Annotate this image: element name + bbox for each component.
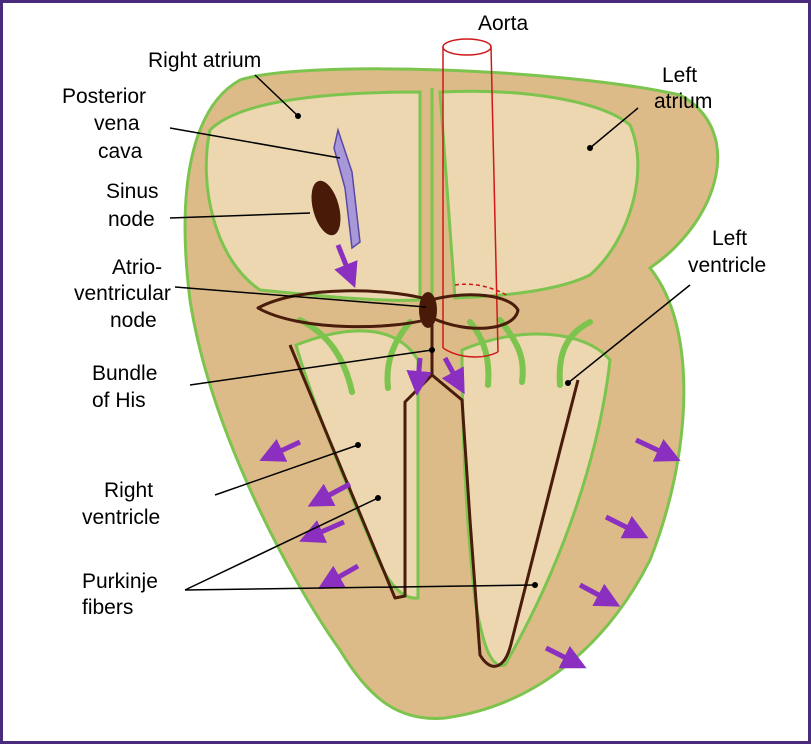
label-purkinje-fibers-line1: Purkinje [82, 570, 158, 593]
label-bundle-of-his-line2: of His [92, 389, 146, 412]
label-aorta: Aorta [478, 12, 529, 35]
label-left-atrium-line1: Left [662, 64, 697, 87]
purple-arrow-icon [418, 358, 420, 382]
label-posterior-vena-cava-line2: vena [94, 112, 140, 135]
label-bundle-of-his-line1: Bundle [92, 362, 157, 385]
label-right-ventricle-line1: Right [104, 479, 153, 502]
label-right-ventricle-line2: ventricle [82, 506, 160, 529]
label-right-atrium: Right atrium [148, 49, 261, 72]
label-av-node-line2: ventricular [74, 282, 171, 305]
label-purkinje-fibers-line2: fibers [82, 596, 133, 619]
label-sinus-node-line1: Sinus [106, 180, 159, 203]
label-sinus-node-line2: node [108, 208, 155, 231]
label-av-node-line1: Atrio- [112, 256, 162, 279]
label-av-node-line3: node [110, 309, 157, 332]
label-left-ventricle-line1: Left [712, 227, 747, 250]
label-posterior-vena-cava-line3: cava [98, 140, 143, 163]
label-left-ventricle-line2: ventricle [688, 254, 766, 277]
av-node [419, 292, 437, 328]
label-posterior-vena-cava-line1: Posterior [62, 85, 146, 108]
label-left-atrium-line2: atrium [654, 90, 712, 113]
